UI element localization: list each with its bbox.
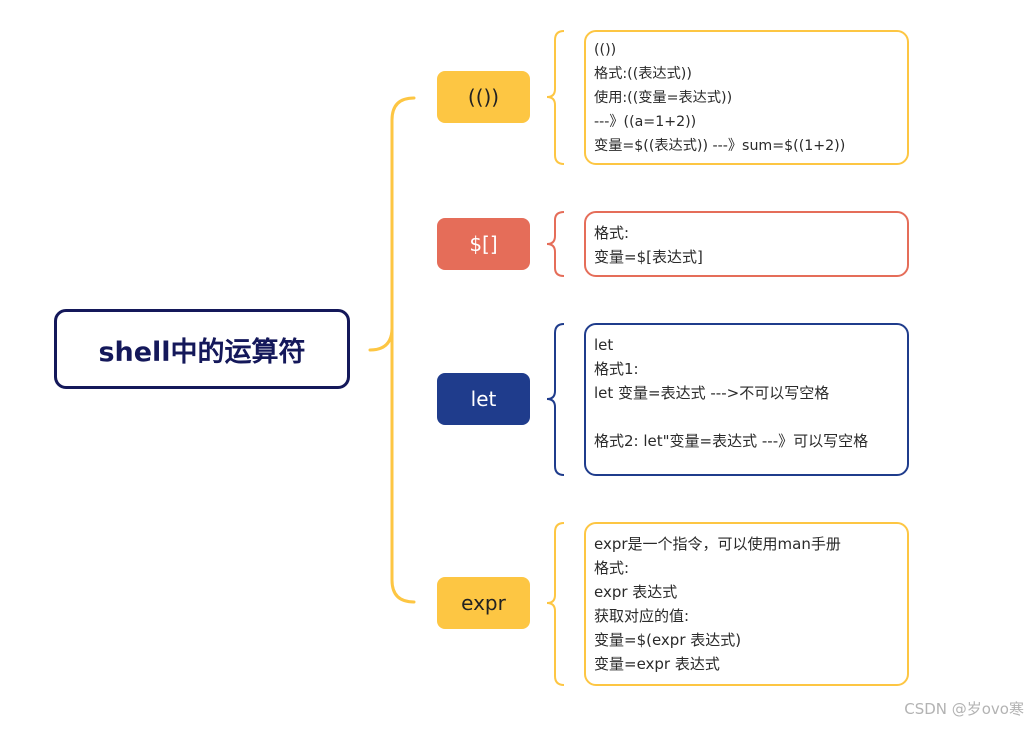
note-expr: expr是一个指令，可以使用man手册 格式: expr 表达式 获取对应的值:… <box>584 522 909 686</box>
note-let: let 格式1: let 变量=表达式 --->不可以写空格 格式2: let"… <box>584 323 909 476</box>
note-line: let 变量=表达式 --->不可以写空格 <box>594 384 830 402</box>
note-line: expr 表达式 <box>594 583 678 601</box>
root-label: shell中的运算符 <box>98 336 306 368</box>
note-double-parens: (()) 格式:((表达式)) 使用:((变量=表达式)) ---》((a=1+… <box>584 30 909 165</box>
branch-label: (()) <box>467 85 500 109</box>
note-line: (()) <box>594 42 617 58</box>
root-node: shell中的运算符 <box>54 309 350 389</box>
branch-let: let <box>437 373 530 425</box>
bracket-3 <box>546 323 565 476</box>
note-dollar-brackets: 格式: 变量=$[表达式] <box>584 211 909 277</box>
bracket-4 <box>546 522 565 686</box>
note-line: 格式1: <box>594 360 639 378</box>
note-line: 变量=$((表达式)) ---》sum=$((1+2)) <box>594 138 846 154</box>
note-line: 格式2: let"变量=表达式 ---》可以写空格 <box>594 432 869 450</box>
note-line <box>594 405 899 429</box>
branch-dollar-brackets: $[] <box>437 218 530 270</box>
branch-label: expr <box>461 591 506 615</box>
note-line: let <box>594 336 614 354</box>
note-line: 变量=$[表达式] <box>594 248 703 266</box>
note-line: 使用:((变量=表达式)) <box>594 90 733 106</box>
note-line: 变量=$(expr 表达式) <box>594 631 742 649</box>
branch-expr: expr <box>437 577 530 629</box>
watermark: CSDN @岁ovo寒 <box>904 700 1024 718</box>
note-line: 格式:((表达式)) <box>594 66 692 82</box>
note-line: ---》((a=1+2)) <box>594 114 697 130</box>
note-line: 格式: <box>594 224 630 242</box>
bracket-1 <box>546 30 565 165</box>
note-line: 获取对应的值: <box>594 607 690 625</box>
main-bracket <box>368 96 416 604</box>
note-line: 格式: <box>594 559 630 577</box>
branch-label: let <box>470 387 497 411</box>
note-line: 变量=expr 表达式 <box>594 655 720 673</box>
branch-double-parens: (()) <box>437 71 530 123</box>
note-line: expr是一个指令，可以使用man手册 <box>594 535 841 553</box>
branch-label: $[] <box>469 232 498 256</box>
bracket-2 <box>546 211 565 277</box>
